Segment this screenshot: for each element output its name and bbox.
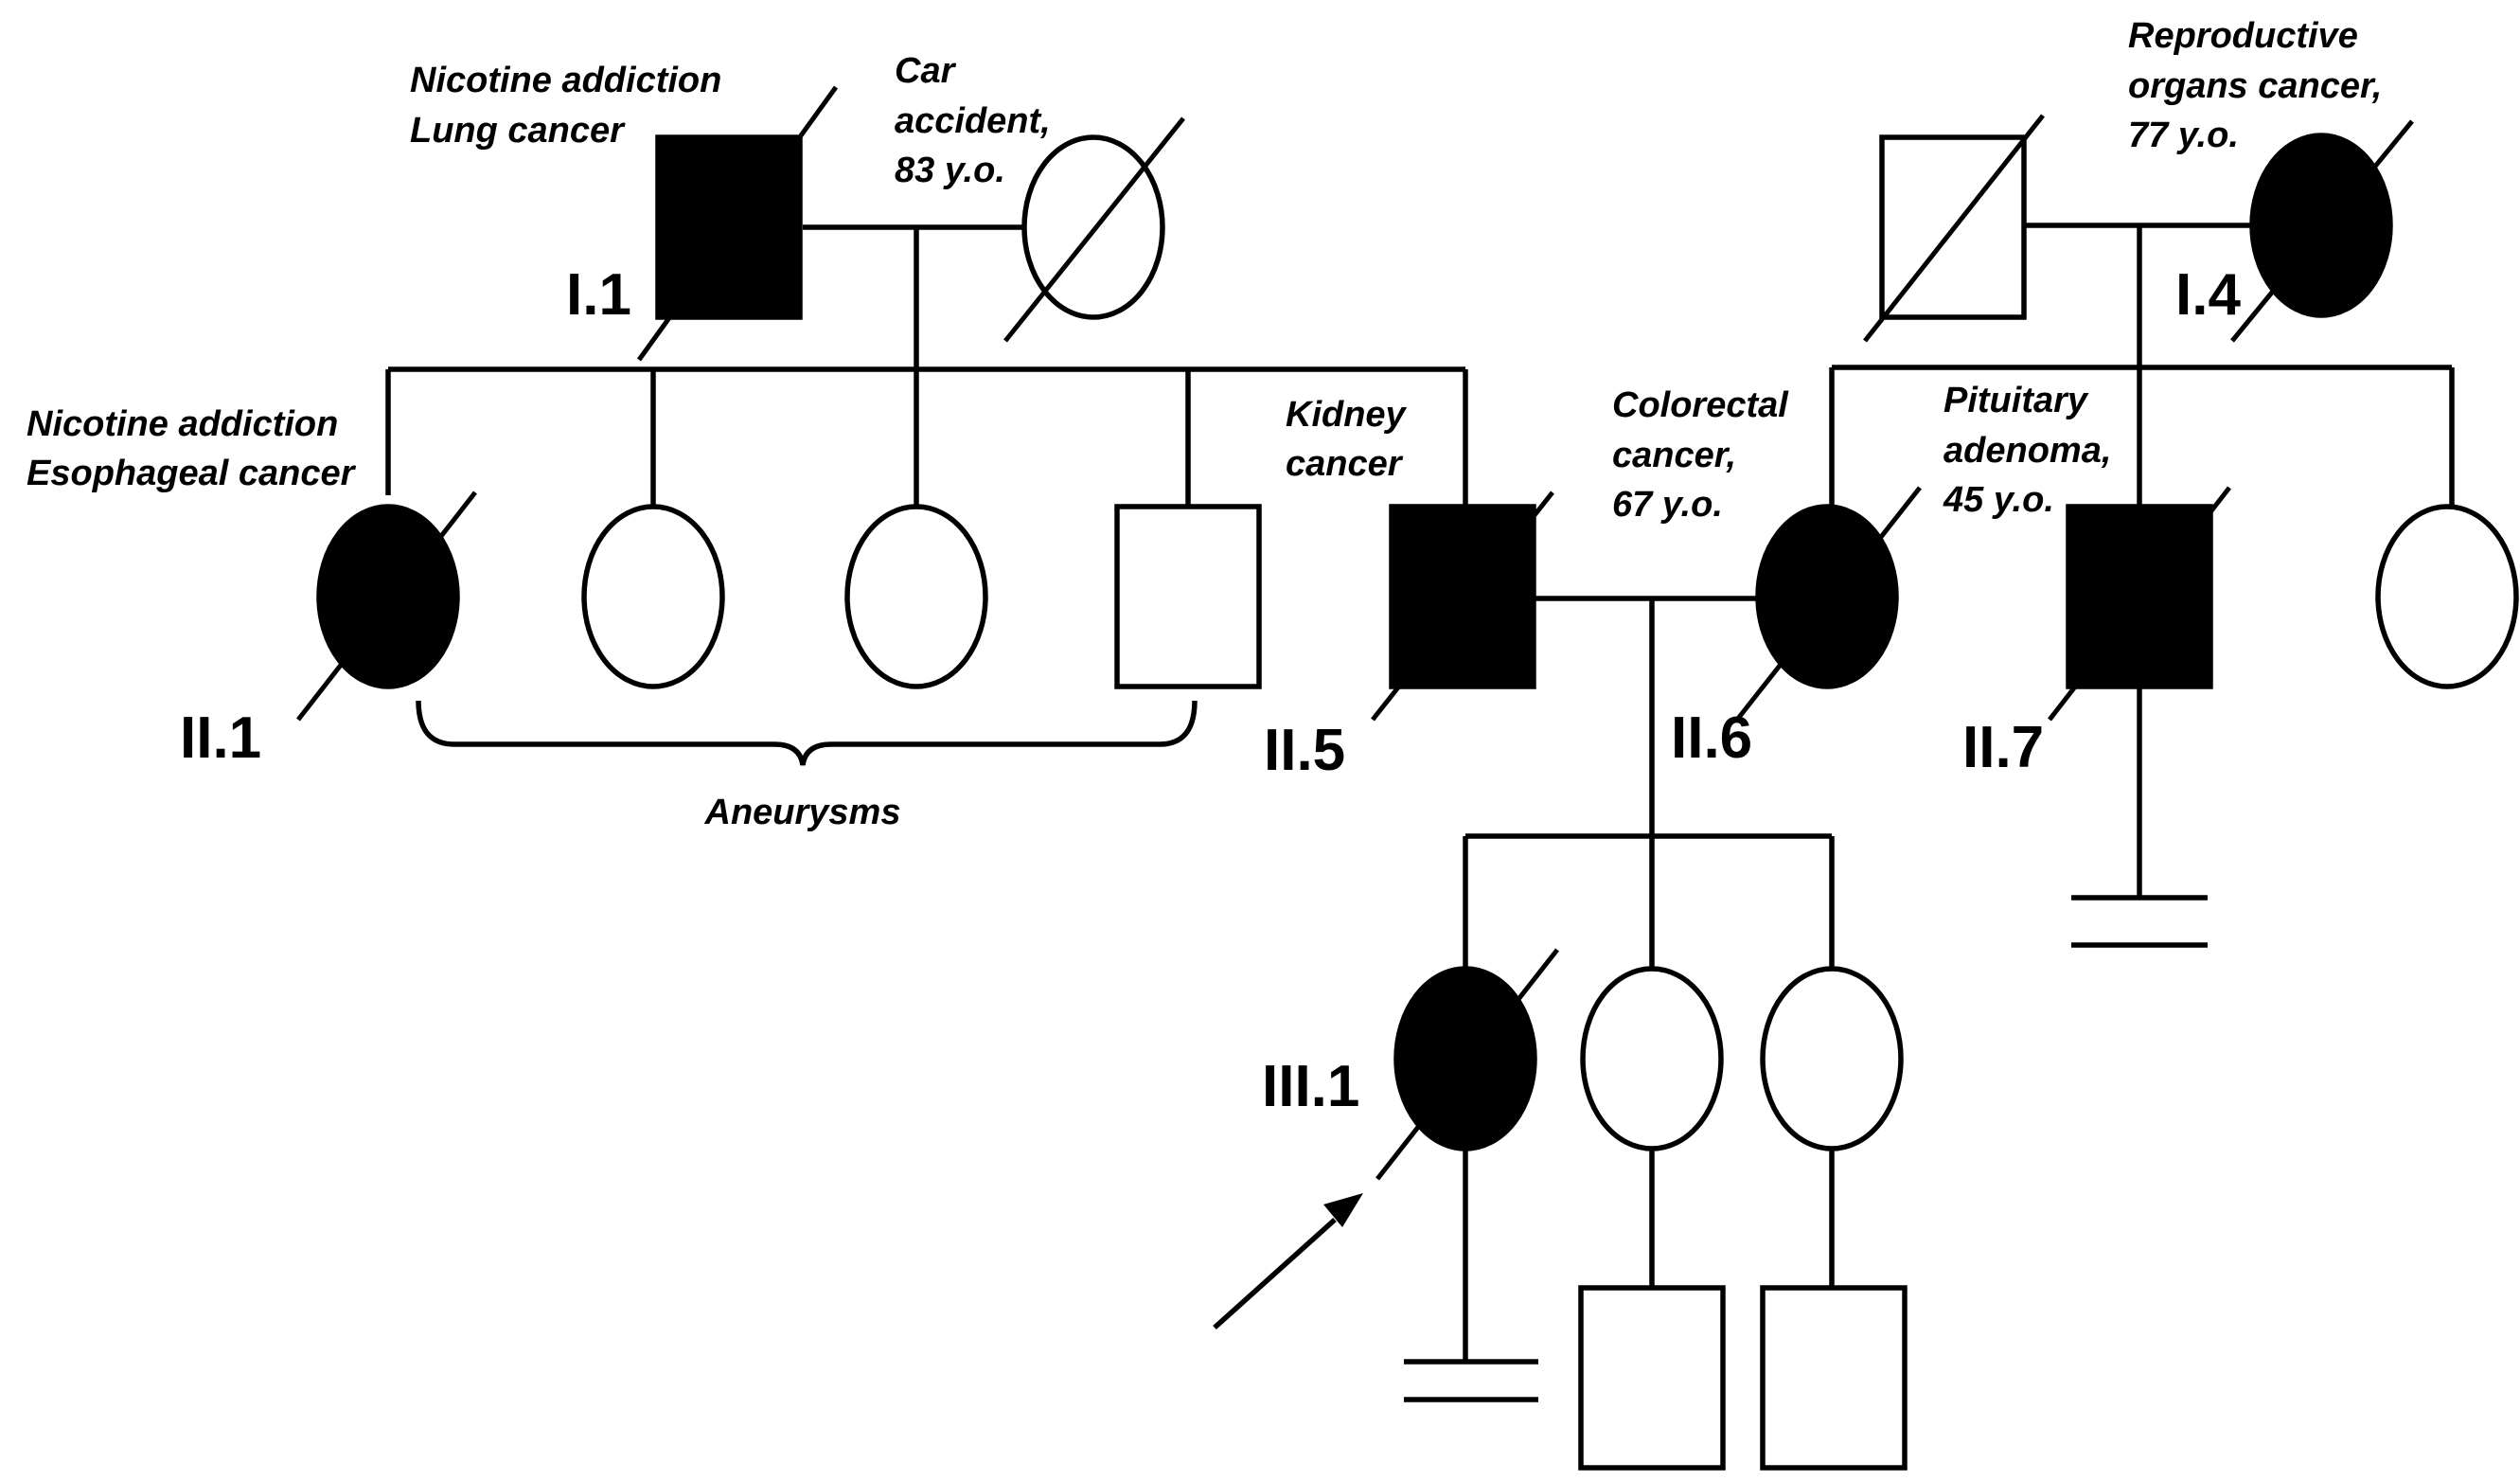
individual-II5-affected-male — [1389, 504, 1536, 689]
id-label-II1: II.1 — [180, 705, 261, 771]
individual-IV-son-of-III3 — [1760, 1285, 1908, 1471]
individual-III1-affected-female-proband — [1393, 966, 1537, 1151]
generation-II — [296, 486, 2519, 722]
note-II7-line2: adenoma, — [1943, 431, 2111, 471]
generation-III — [1375, 948, 1904, 1181]
individual-IV-son-of-III2 — [1578, 1285, 1726, 1471]
proband-arrow — [1213, 1193, 1363, 1330]
individual-II4-male — [1114, 504, 1262, 689]
individual-II3-female — [844, 504, 988, 689]
note-I4-line2: organs cancer, — [2128, 66, 2382, 106]
note-I1-line1: Nicotine addiction — [410, 61, 721, 100]
id-label-I4: I.4 — [2175, 262, 2241, 328]
deceased-mark-III1 — [1375, 948, 1559, 1181]
individual-II6-affected-female — [1755, 504, 1899, 689]
individual-III2-female — [1580, 966, 1724, 1151]
deceased-mark-I4 — [2230, 119, 2414, 343]
individual-II7-affected-male — [2066, 504, 2213, 689]
deceased-mark-II1 — [296, 491, 477, 722]
note-II1-line1: Nicotine addiction — [27, 404, 338, 444]
id-label-II6: II.6 — [1671, 705, 1752, 771]
deceased-mark-I2 — [1003, 116, 1185, 343]
note-II6-line2: cancer, — [1612, 436, 1736, 475]
proband-arrow-head — [1323, 1193, 1363, 1227]
note-I2-line1: Car — [895, 51, 957, 91]
individual-II2-female — [581, 504, 725, 689]
individual-III3-female — [1760, 966, 1904, 1151]
note-II1-line2: Esophageal cancer — [27, 454, 357, 493]
deceased-mark-II6 — [1735, 486, 1922, 722]
annotations: Nicotine addiction Lung cancer Car accid… — [27, 16, 2382, 832]
note-II7-line3: 45 y.o. — [1943, 480, 2054, 520]
aneurysms-bracket — [416, 700, 1198, 766]
note-II5-line2: cancer — [1286, 444, 1404, 484]
proband-arrow-shaft — [1213, 1217, 1337, 1330]
generation-IV — [1578, 1285, 1908, 1471]
id-label-II5: II.5 — [1264, 718, 1345, 783]
individual-I4-affected-female — [2249, 133, 2393, 318]
id-label-III1: III.1 — [1262, 1054, 1359, 1119]
note-I4-line3: 77 y.o. — [2128, 116, 2239, 155]
note-I2-line3: 83 y.o. — [895, 151, 1005, 190]
individual-II8-female — [2375, 504, 2519, 689]
deceased-mark-I3 — [1863, 114, 2045, 343]
deceased-mark-II5 — [1371, 491, 1554, 722]
generation-I — [636, 85, 2414, 362]
note-I2-line2: accident, — [895, 101, 1051, 141]
id-label-II7: II.7 — [1962, 715, 2044, 780]
note-II6-line1: Colorectal — [1612, 385, 1789, 425]
individual-II1-affected-female — [316, 504, 460, 689]
deceased-mark-I1 — [636, 85, 839, 362]
note-II6-line3: 67 y.o. — [1612, 485, 1723, 525]
pedigree-lines — [385, 223, 2455, 1402]
note-I1-line2: Lung cancer — [410, 111, 626, 151]
individual-ids: I.1 I.4 II.1 II.5 II.6 II.7 III.1 — [180, 262, 2241, 1119]
note-II5-line1: Kidney — [1286, 395, 1408, 435]
note-II7-line1: Pituitary — [1943, 381, 2089, 420]
deceased-mark-II7 — [2048, 486, 2231, 722]
id-label-I1: I.1 — [566, 262, 631, 328]
aneurysms-label: Aneurysms — [704, 793, 901, 832]
note-I4-line1: Reproductive — [2128, 16, 2358, 56]
